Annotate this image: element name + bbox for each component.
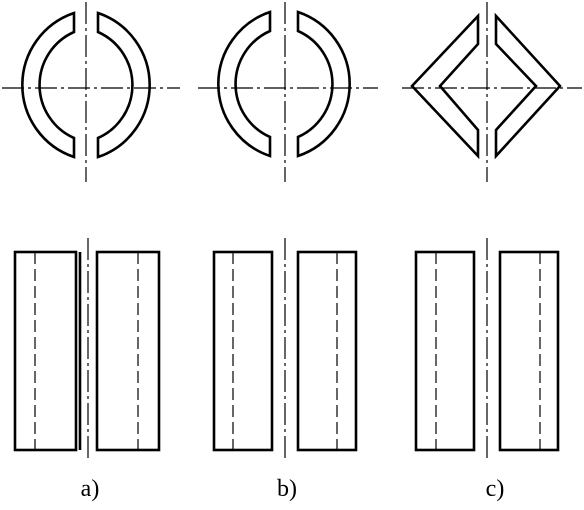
panel-b-front-view [212,238,358,462]
left-half-ring-b [217,10,272,158]
left-block-b [212,250,274,452]
right-half-ring-b [296,10,351,158]
panel-label-c: c) [485,476,505,502]
panel-label-b: b) [277,476,297,502]
panel-label-a: a) [80,476,100,502]
left-half-ring-a [21,11,76,159]
panel-c-front-view [414,238,560,462]
panel-a-front-view [13,238,161,462]
panel-b-top-view [198,2,378,182]
right-block-b [296,250,358,452]
right-block-a [95,250,161,452]
panel-a-top-view [2,2,180,182]
left-half-square-ring-c [410,12,480,160]
panel-c-top-view [402,2,582,182]
left-block-c [414,250,476,452]
left-block-a [13,250,78,452]
right-half-ring-a [96,11,151,159]
right-block-c [498,250,560,452]
right-half-square-ring-c [494,12,562,160]
